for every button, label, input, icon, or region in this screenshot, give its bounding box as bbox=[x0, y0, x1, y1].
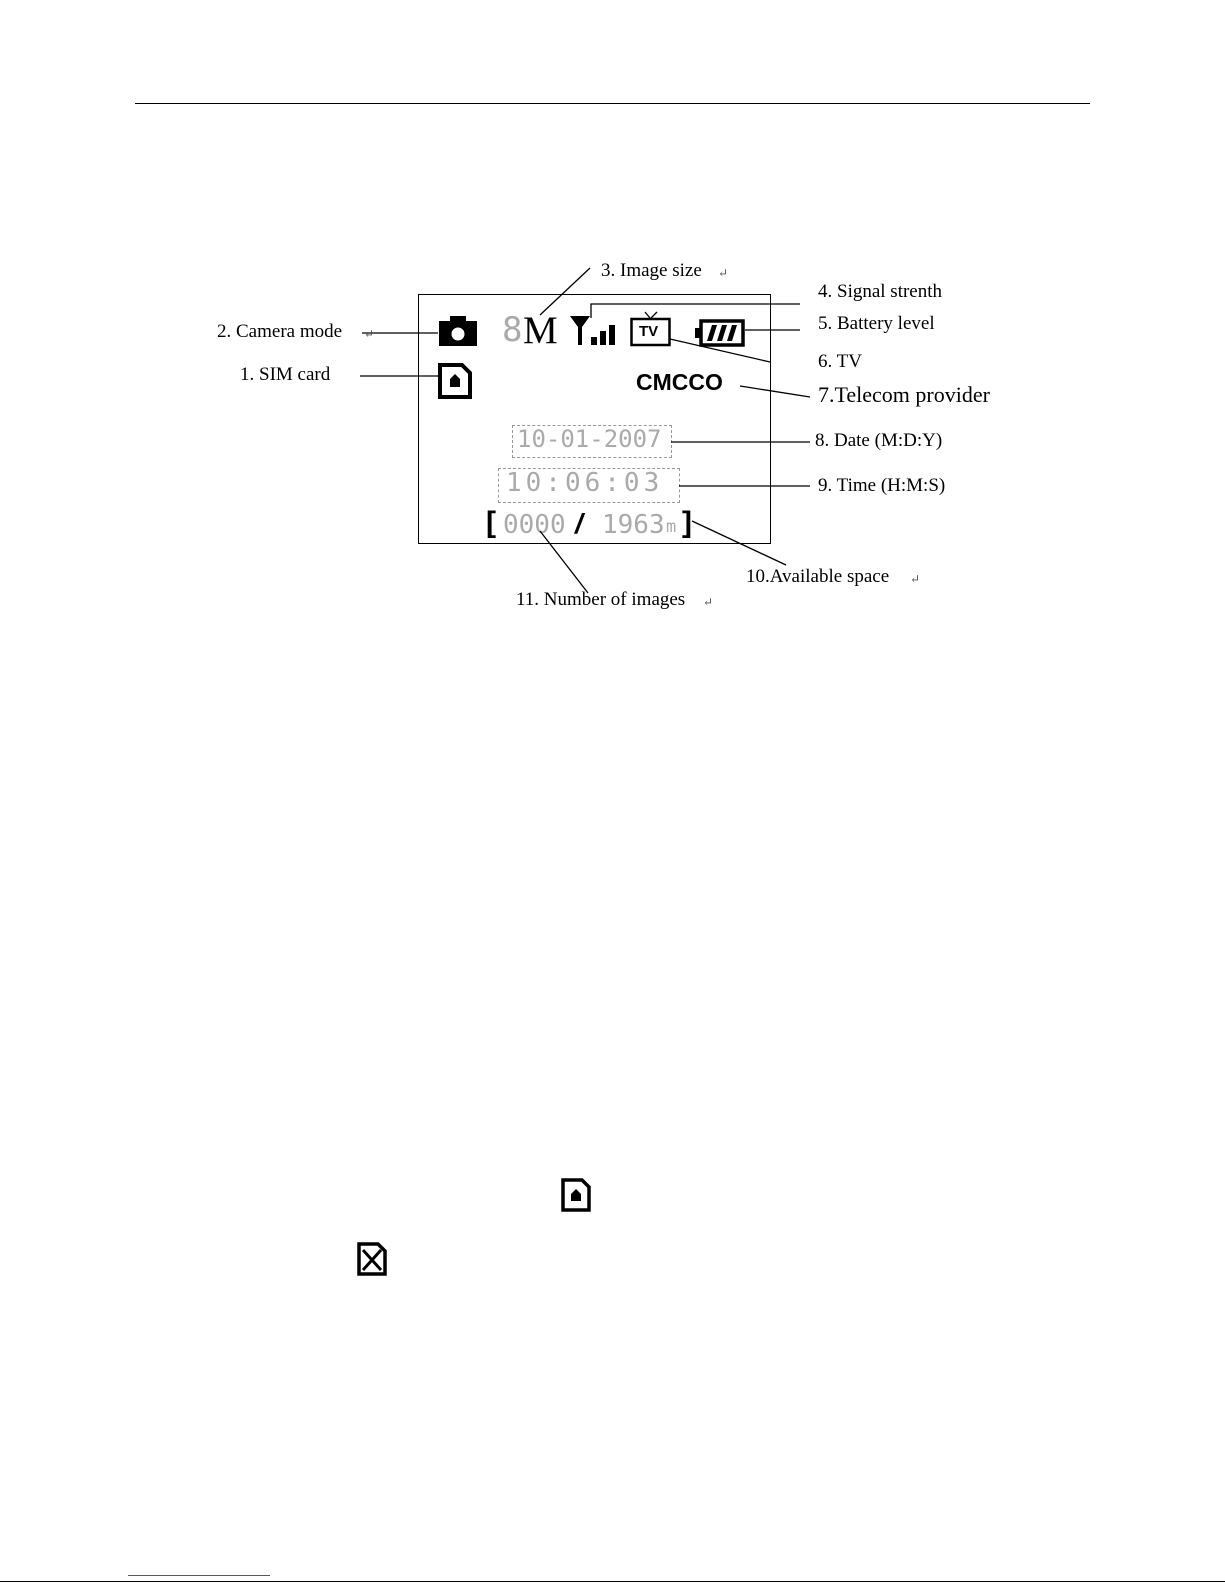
sim-missing-icon bbox=[357, 1242, 387, 1276]
return-mark: ↵ bbox=[364, 327, 374, 342]
sim-inserted-icon bbox=[561, 1178, 591, 1212]
label-image-size: 3. Image size bbox=[601, 261, 702, 280]
label-tv: 6. TV bbox=[818, 352, 862, 371]
return-mark: ↵ bbox=[718, 266, 728, 281]
label-camera-mode: 2. Camera mode bbox=[217, 322, 342, 341]
leader-image-size bbox=[540, 268, 590, 315]
leader-tv bbox=[670, 339, 770, 362]
label-signal-strength: 4. Signal strenth bbox=[818, 282, 942, 301]
leader-space bbox=[692, 521, 786, 565]
leader-images bbox=[540, 531, 588, 593]
leader-provider bbox=[740, 386, 810, 397]
return-mark: ↵ bbox=[910, 572, 920, 587]
label-number-of-images: 11. Number of images bbox=[516, 590, 685, 609]
label-telecom-provider: 7.Telecom provider bbox=[818, 384, 990, 406]
label-date: 8. Date (M:D:Y) bbox=[815, 431, 942, 450]
leader-signal bbox=[591, 304, 800, 318]
label-battery-level: 5. Battery level bbox=[818, 314, 935, 333]
label-available-space: 10.Available space bbox=[746, 567, 889, 586]
footer-link-underline[interactable] bbox=[128, 1575, 270, 1576]
label-sim-card: 1. SIM card bbox=[240, 365, 330, 384]
footer-rule bbox=[0, 1581, 1225, 1582]
label-time: 9. Time (H:M:S) bbox=[818, 476, 945, 495]
return-mark: ↵ bbox=[703, 595, 713, 610]
